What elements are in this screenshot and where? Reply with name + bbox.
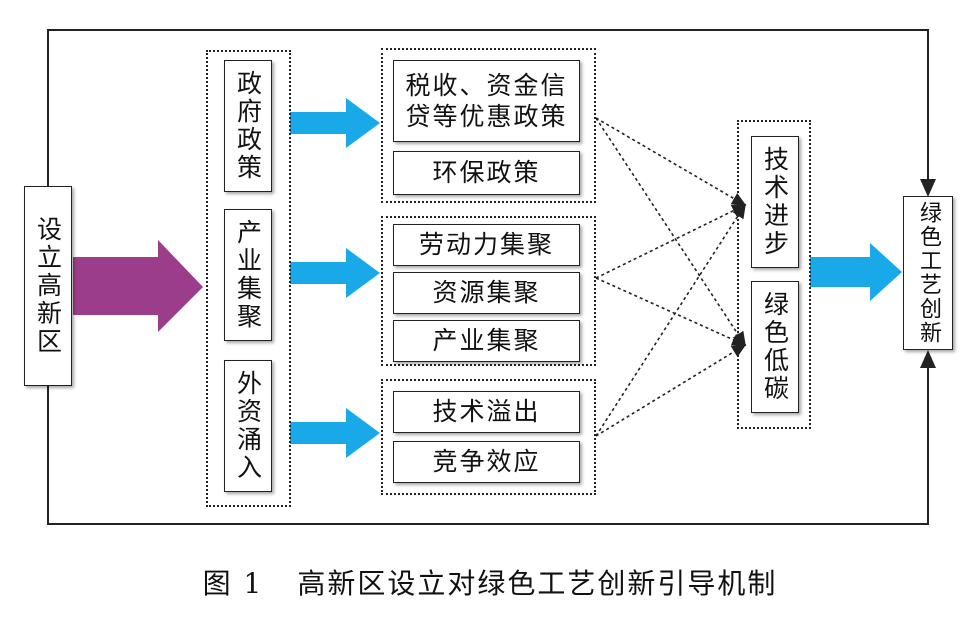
- node-industry-cluster-2: 产业集聚: [393, 320, 580, 362]
- blue-arrow-output: [810, 243, 902, 301]
- blue-arrow-cluster: [290, 248, 380, 298]
- node-labor-cluster: 劳动力集聚: [393, 224, 580, 266]
- dotted-link-cluster-green: [595, 277, 747, 346]
- group-cluster-content: [381, 216, 596, 366]
- node-tax-finance-label: 税收、资金信贷等优惠政策: [405, 70, 568, 131]
- dotted-link-policy-green: [595, 117, 746, 347]
- node-tax-finance: 税收、资金信贷等优惠政策: [393, 60, 580, 142]
- figure-caption: 图 1 高新区设立对绿色工艺创新引导机制: [0, 562, 980, 602]
- dotted-link-fdi-green: [595, 344, 747, 437]
- dotted-link-cluster-tech: [595, 204, 747, 279]
- node-competition-effect: 竞争效应: [393, 441, 580, 483]
- node-hightech-zone: 设立高新区: [24, 186, 72, 386]
- figure-title: 高新区设立对绿色工艺创新引导机制: [297, 567, 778, 600]
- group-fdi-content: [381, 379, 596, 495]
- dotted-link-fdi-tech: [595, 203, 746, 437]
- group-drivers: [206, 50, 291, 507]
- node-tech-progress: 技术进步: [751, 136, 799, 268]
- group-policy-content: [381, 48, 596, 203]
- node-tech-spillover: 技术溢出: [393, 391, 580, 433]
- node-resource-cluster: 资源集聚: [393, 272, 580, 314]
- figure-number: 图 1: [202, 567, 264, 600]
- outer-loop-top: [47, 29, 936, 197]
- node-industry-cluster: 产业集聚: [224, 209, 272, 341]
- node-gov-policy: 政府政策: [224, 60, 272, 192]
- group-outcomes: [737, 120, 811, 429]
- node-env-policy: 环保政策: [393, 151, 580, 195]
- node-green-lowcarbon: 绿色低碳: [751, 281, 799, 413]
- dotted-link-policy-tech: [595, 117, 747, 206]
- purple-arrow: [73, 240, 203, 332]
- blue-arrow-policy: [290, 98, 380, 148]
- node-fdi-inflow: 外资涌入: [224, 360, 272, 492]
- blue-arrow-fdi: [290, 408, 380, 458]
- node-green-innovation: 绿色工艺创新: [903, 196, 953, 350]
- outer-loop-bottom: [47, 350, 936, 525]
